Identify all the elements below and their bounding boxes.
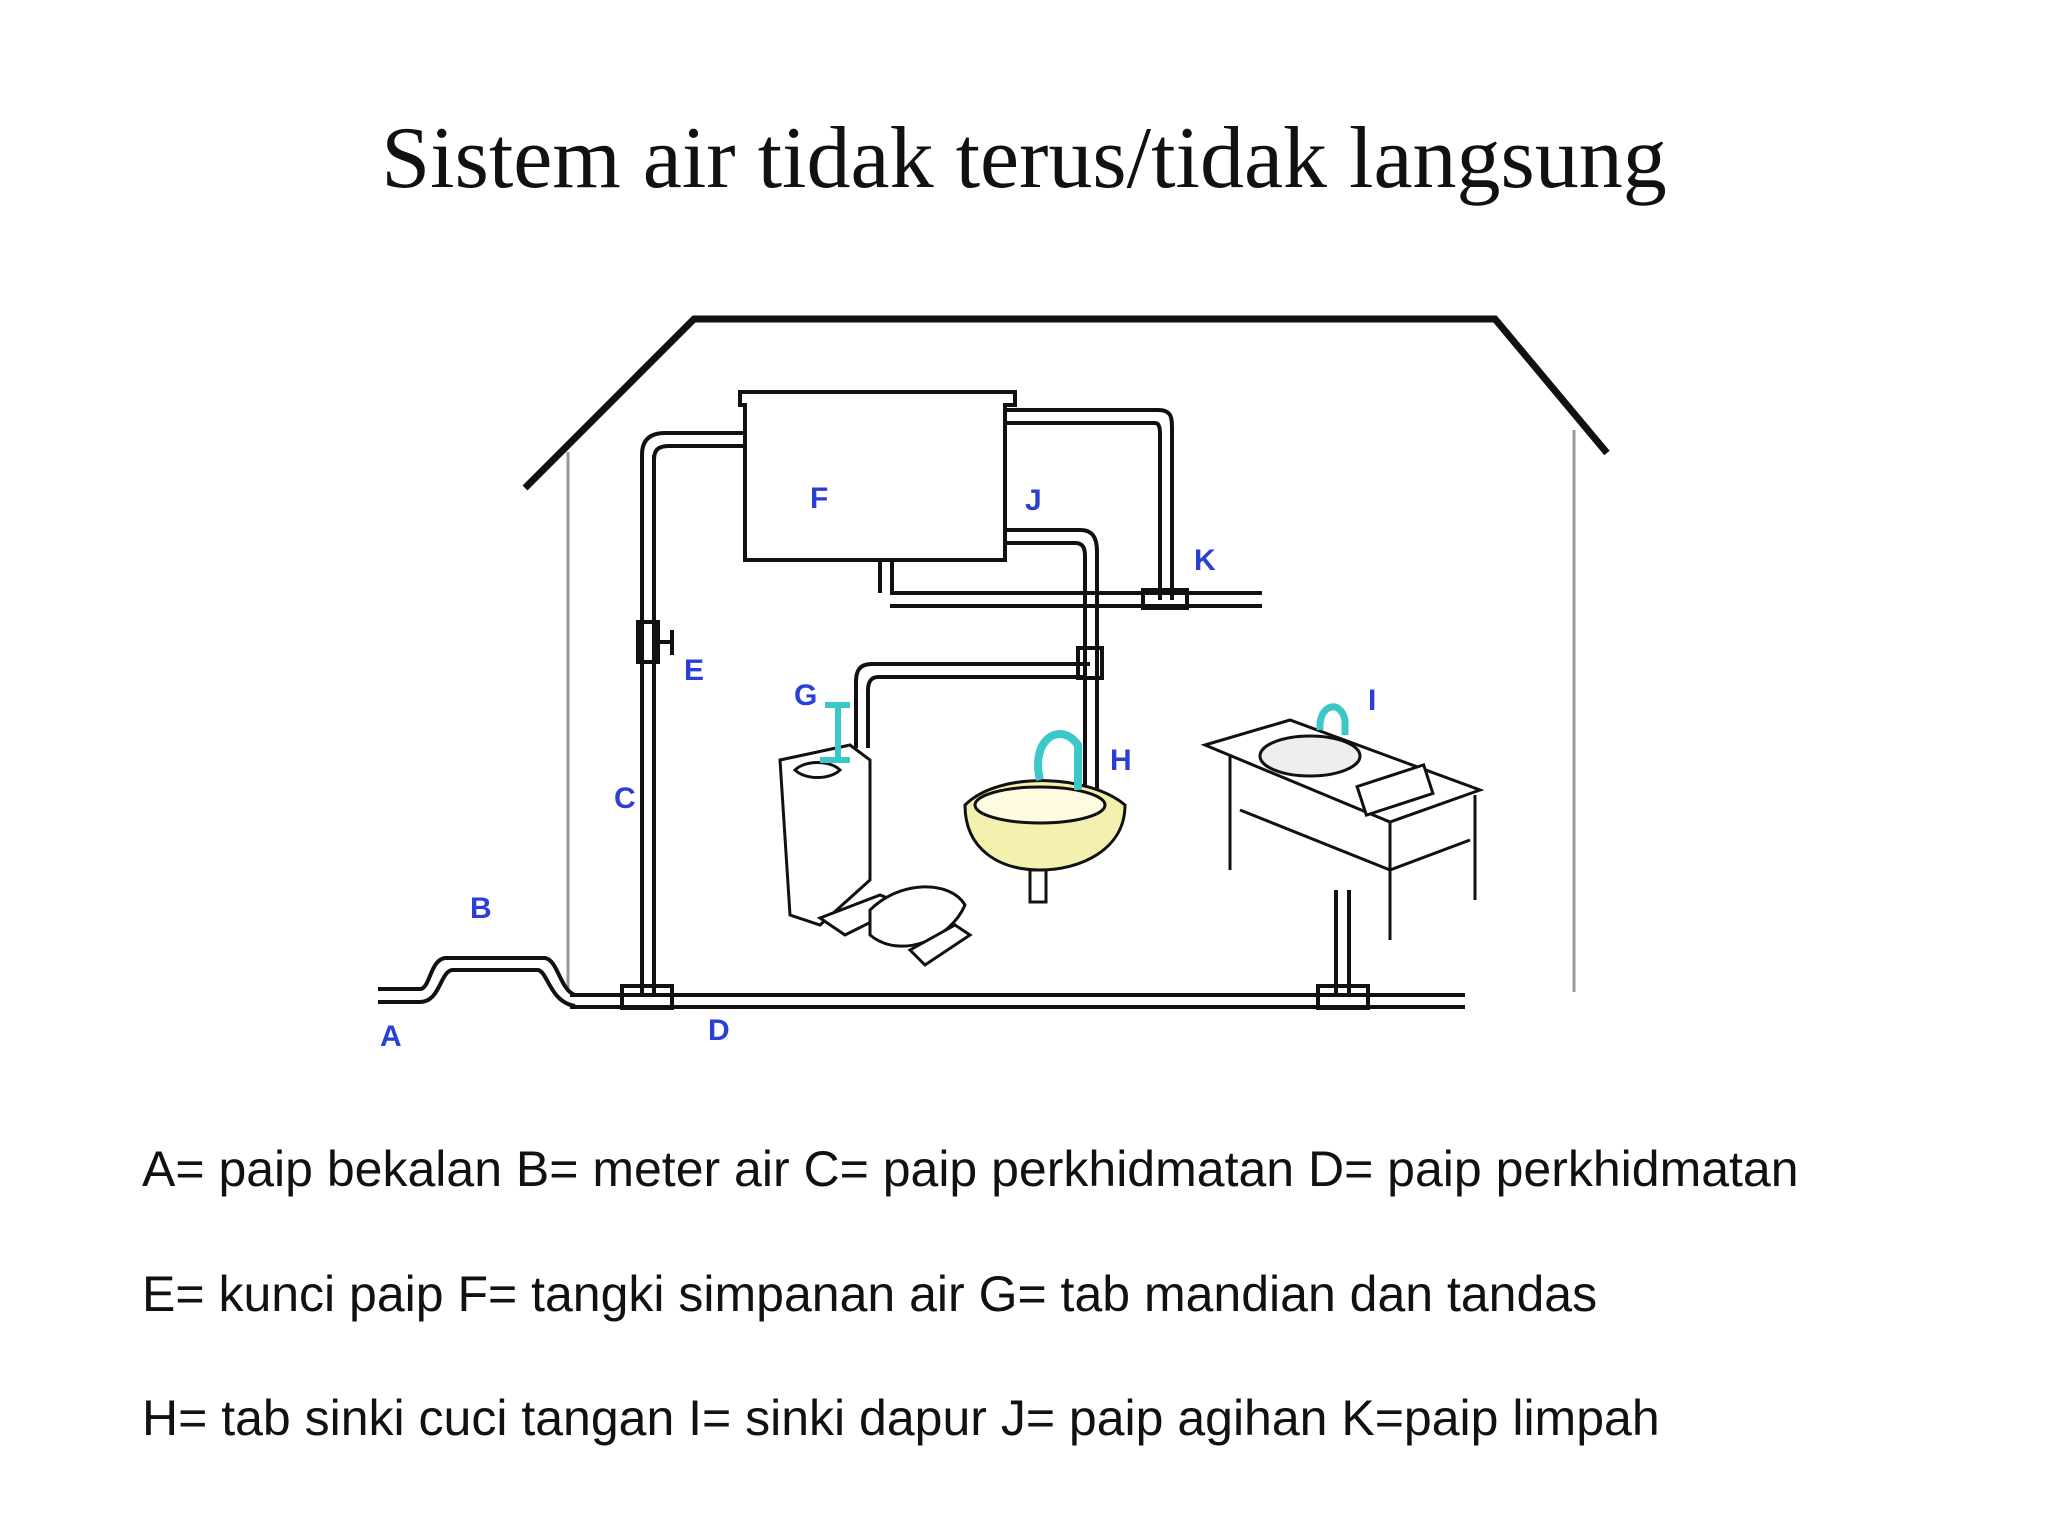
legend-line-2: E= kunci paip F= tangki simpanan air G= …	[142, 1266, 1598, 1322]
legend-line-1: A= paip bekalan B= meter air C= paip per…	[142, 1141, 1799, 1197]
label-j: J	[1025, 484, 1042, 517]
legend-line-3: H= tab sinki cuci tangan I= sinki dapur …	[142, 1390, 1660, 1446]
label-f: F	[810, 482, 828, 515]
sink-tap-icon	[1316, 703, 1349, 735]
basin-tap-icon	[1034, 730, 1082, 790]
storage-tank	[738, 390, 1017, 562]
pipes	[378, 408, 1465, 1010]
hand-basin	[963, 779, 1127, 904]
label-e: E	[684, 654, 704, 687]
label-k: K	[1194, 544, 1216, 577]
toilet	[778, 743, 973, 967]
diagram-labels: A B C D E F G H I J K	[380, 482, 1376, 1053]
toilet-tap-icon	[820, 702, 850, 763]
label-i: I	[1368, 684, 1376, 717]
label-d: D	[708, 1014, 730, 1047]
label-a: A	[380, 1020, 402, 1053]
slide-title: Sistem air tidak terus/tidak langsung	[381, 110, 1667, 207]
label-c: C	[614, 782, 636, 815]
kitchen-sink	[1200, 718, 1485, 940]
label-b: B	[470, 892, 492, 925]
house-outline	[522, 315, 1610, 992]
label-h: H	[1110, 744, 1132, 777]
label-g: G	[794, 679, 817, 712]
